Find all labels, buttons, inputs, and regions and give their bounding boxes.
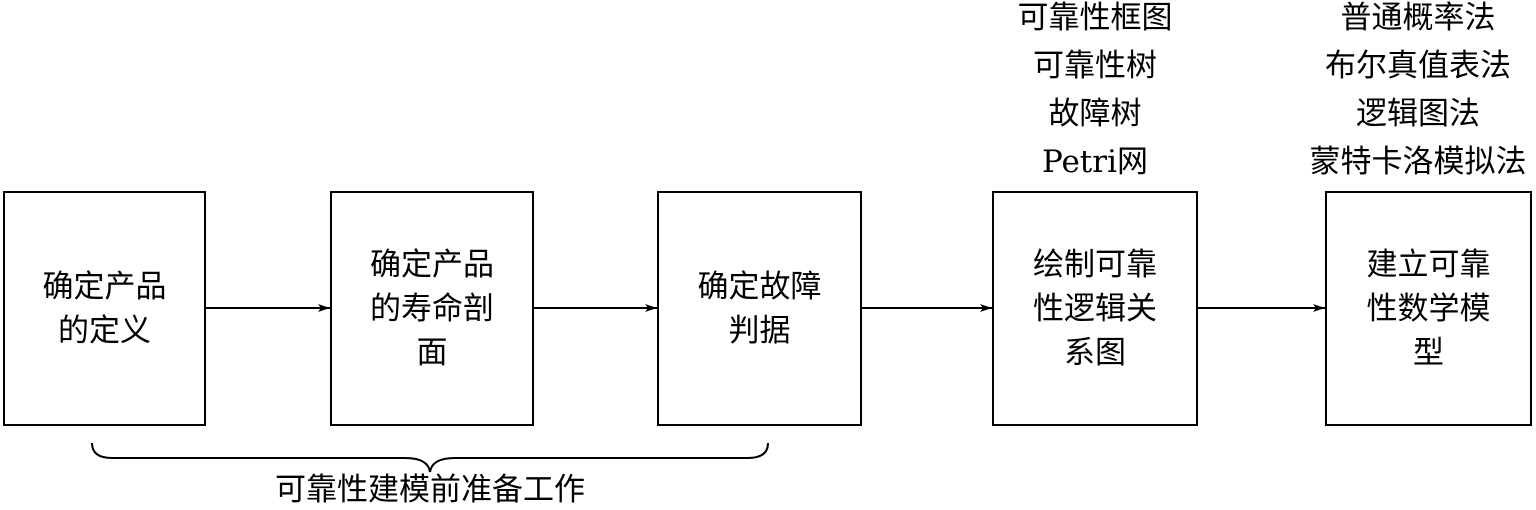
box-draw-logic-diagram: 绘制可靠 性逻辑关 系图 <box>992 191 1198 426</box>
box-build-model: 建立可靠 性数学模 型 <box>1325 191 1532 426</box>
model-method-item: 逻辑图法 <box>1356 96 1480 132</box>
diagram-method-item: 可靠性框图 <box>1017 0 1173 36</box>
box-build-model-text: 建立可靠 性数学模 型 <box>1366 246 1491 371</box>
brace-label: 可靠性建模前准备工作 <box>275 472 585 508</box>
box-define-product-text: 确定产品 的定义 <box>42 268 167 349</box>
model-methods-list: 普通概率法 布尔真值表法 逻辑图法 蒙特卡洛模拟法 <box>1300 0 1536 186</box>
model-method-item: 布尔真值表法 <box>1325 48 1511 84</box>
diagram-method-item: 故障树 <box>1048 96 1142 132</box>
box-failure-criteria: 确定故障 判据 <box>657 191 862 426</box>
model-method-item: 普通概率法 <box>1340 0 1496 36</box>
diagram-methods-list: 可靠性框图 可靠性树 故障树 Petri网 <box>995 0 1195 186</box>
box-life-profile: 确定产品 的寿命剖 面 <box>330 191 534 426</box>
box-life-profile-text: 确定产品 的寿命剖 面 <box>370 246 494 371</box>
curly-brace <box>91 442 769 473</box>
box-draw-logic-diagram-text: 绘制可靠 性逻辑关 系图 <box>1033 246 1157 371</box>
diagram-method-item: Petri网 <box>1041 144 1148 180</box>
model-method-item: 蒙特卡洛模拟法 <box>1309 144 1527 180</box>
diagram-method-item: 可靠性树 <box>1033 48 1157 84</box>
box-failure-criteria-text: 确定故障 判据 <box>697 268 822 349</box>
box-define-product: 确定产品 的定义 <box>3 191 206 426</box>
